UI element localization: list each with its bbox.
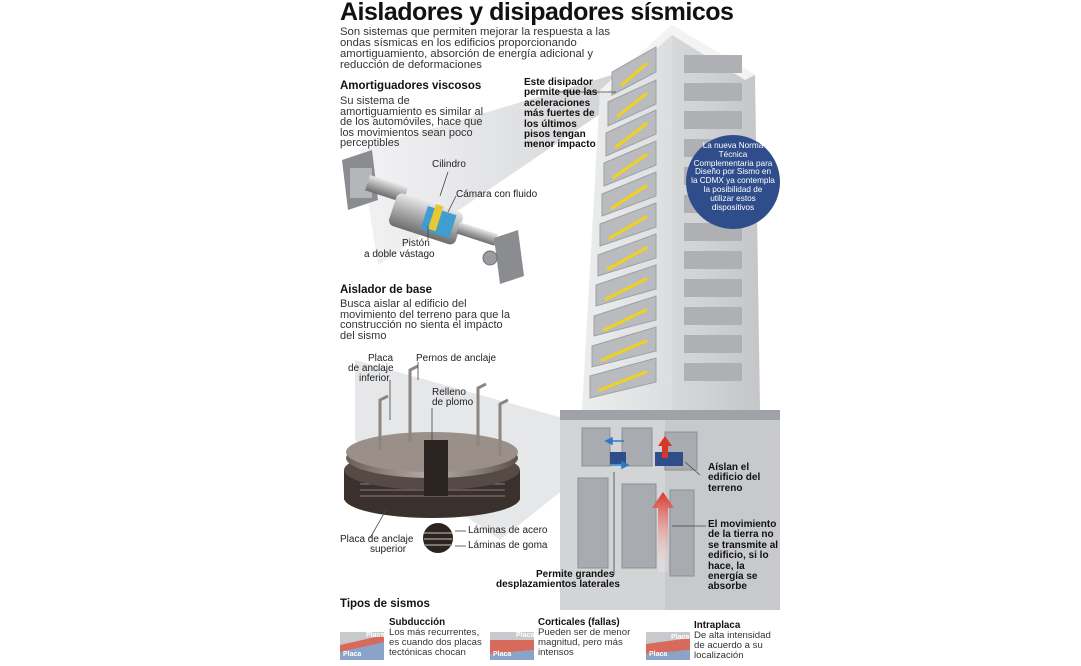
label-cylinder: Cilindro <box>432 159 466 170</box>
norm-note-badge: La nueva Norma Técnica Complementaria pa… <box>686 135 780 229</box>
viscous-text: Su sistema de amortiguamiento es similar… <box>340 95 484 149</box>
intro-text: Son sistemas que permiten mejorar la res… <box>340 26 610 71</box>
seism-type-name: Intraplaca <box>694 620 741 631</box>
seism-type-text: Los más recurrentes, es cuando dos placa… <box>389 627 482 658</box>
label-piston-1: Pistón <box>402 238 430 249</box>
seism-type-text: Pueden ser de menor magnitud, pero más i… <box>538 627 631 658</box>
isolator-pad-right <box>655 452 683 466</box>
viscous-damper <box>342 150 524 284</box>
base-isolator <box>344 364 520 555</box>
label-rubber-layers: Láminas de goma <box>468 540 548 551</box>
norm-note-text: La nueva Norma Técnica Complementaria pa… <box>691 141 775 212</box>
tag-plate-bottom-2: Placa <box>493 651 512 658</box>
lateral-arrows <box>604 436 630 470</box>
label-plate-lower-3: inferior <box>359 373 390 384</box>
dissipator-note: Este disipador permite que las aceleraci… <box>524 77 598 151</box>
seism-icon-subduction <box>340 632 384 660</box>
seism-type-intraplate: Intraplaca De alta intensidad de acuerdo… <box>646 620 796 660</box>
seism-type-name: Corticales (fallas) <box>538 617 620 628</box>
isolator-bays <box>577 427 698 577</box>
page-title: Aisladores y disipadores sísmicos <box>340 0 734 26</box>
label-plate-upper-2: superior <box>370 544 407 555</box>
ground-note: El movimiento de la tierra no se transmi… <box>708 519 779 593</box>
arrow-up-large <box>652 492 674 572</box>
label-steel-layers: Láminas de acero <box>468 525 548 536</box>
label-chamber: Cámara con fluido <box>456 189 538 200</box>
layers-zoom-circle <box>421 521 455 555</box>
seism-icon-cortical <box>490 632 534 660</box>
seism-icon-intraplate <box>646 632 690 660</box>
arrow-up-small <box>658 436 672 458</box>
tag-plate-bottom-1: Placa <box>343 651 362 658</box>
building-base-top <box>560 410 780 420</box>
label-lead-2: de plomo <box>432 397 474 408</box>
leader-lines <box>369 91 706 575</box>
tag-plate-top-2: Placa <box>516 632 535 639</box>
tag-plate-top-3: Placa <box>671 634 690 641</box>
base-text: Busca aislar al edificio del movimiento … <box>340 298 510 342</box>
tag-plate-bottom-3: Placa <box>649 651 668 658</box>
label-lead-1: Relleno <box>432 387 466 398</box>
tag-plate-top-1: Placa <box>366 632 385 639</box>
label-plate-lower-1: Placa <box>368 353 394 364</box>
label-piston-2: a doble vástago <box>364 249 435 260</box>
label-plate-upper-1: Placa de anclaje <box>340 534 414 545</box>
isolate-note: Aíslan el edificio del terreno <box>708 462 761 494</box>
types-heading: Tipos de sismos <box>340 598 430 610</box>
label-bolts: Pernos de anclaje <box>416 353 497 364</box>
viscous-heading: Amortiguadores viscosos <box>340 80 482 92</box>
isolator-pad-left <box>610 452 626 464</box>
lateral-note-1: Permite grandes <box>536 569 615 580</box>
base-heading: Aislador de base <box>340 284 433 296</box>
seism-type-cortical: Corticales (fallas) Pueden ser de menor … <box>490 617 640 657</box>
label-plate-lower-2: de anclaje <box>348 363 394 374</box>
seism-type-name: Subducción <box>389 617 446 628</box>
lateral-note-2: desplazamientos laterales <box>496 579 620 590</box>
seism-type-subduction: Subducción Los más recurrentes, es cuand… <box>340 617 490 657</box>
seism-type-text: De alta intensidad de acuerdo a su local… <box>694 630 771 661</box>
damper-marks <box>598 62 648 392</box>
